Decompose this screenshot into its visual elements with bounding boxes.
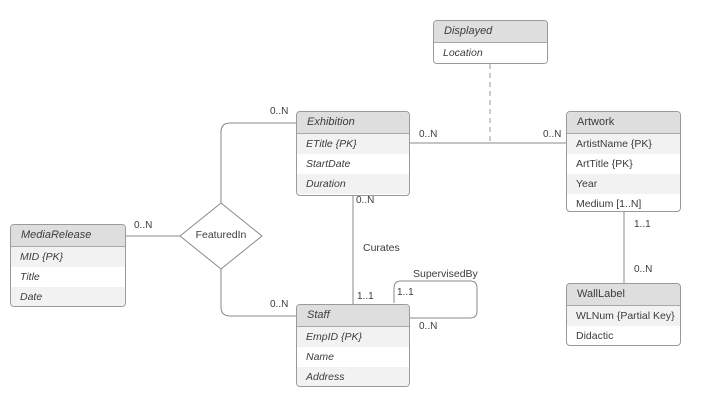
featuredin-diamond[interactable]: [179, 202, 263, 270]
connector-featuredin-staff: [220, 269, 296, 317]
entity-artwork[interactable]: Artwork ArtistName {PK} ArtTitle {PK} Ye…: [566, 111, 681, 212]
entity-exhibition[interactable]: Exhibition ETitle {PK} StartDate Duratio…: [296, 111, 410, 196]
attribute-startdate: StartDate: [306, 158, 351, 170]
entity-exhibition-attributes: ETitle {PK} StartDate Duration: [297, 134, 409, 194]
attribute-name: Name: [306, 351, 335, 363]
attribute-title: Title: [20, 271, 40, 283]
entity-walllabel-title: WallLabel: [567, 284, 680, 306]
mult-staff-featured: 0..N: [270, 299, 289, 310]
attribute-medium: Medium [1..N]: [576, 198, 642, 210]
attribute-address: Address: [297, 367, 409, 386]
mult-artwork-walllabel: 1..1: [634, 219, 651, 230]
attribute-empid: EmpID {PK}: [297, 327, 409, 347]
attribute-date: Date: [11, 287, 125, 306]
attribute-etitle: ETitle {PK}: [297, 134, 409, 154]
entity-exhibition-title: Exhibition: [297, 112, 409, 134]
mult-exhibition-curates: 0..N: [356, 195, 375, 206]
entity-staff-title: Staff: [297, 305, 409, 327]
entity-mediarelease[interactable]: MediaRelease MID {PK} Title Date: [10, 224, 126, 307]
entity-walllabel-attributes: WLNum {Partial Key} Didactic: [567, 306, 680, 345]
entity-walllabel[interactable]: WallLabel WLNum {Partial Key} Didactic: [566, 283, 681, 346]
supervisedby-label: SupervisedBy: [413, 268, 478, 280]
entity-artwork-attributes: ArtistName {PK} ArtTitle {PK} Year Mediu…: [567, 134, 680, 211]
connector-exhibition-featuredin: [220, 122, 296, 203]
mult-exhibition-artwork: 0..N: [419, 129, 438, 140]
mult-supervised-bottom: 0..N: [419, 321, 438, 332]
connector-supervisedby-loop: [393, 280, 478, 319]
attribute-year: Year: [567, 174, 680, 194]
entity-staff[interactable]: Staff EmpID {PK} Name Address: [296, 304, 410, 387]
entity-mediarelease-title: MediaRelease: [11, 225, 125, 247]
attribute-didactic: Didactic: [576, 330, 614, 342]
entity-staff-attributes: EmpID {PK} Name Address: [297, 327, 409, 386]
attribute-mid: MID {PK}: [11, 247, 125, 267]
mult-media-featured: 0..N: [134, 220, 153, 231]
mult-walllabel-artwork: 0..N: [634, 264, 653, 275]
entity-artwork-title: Artwork: [567, 112, 680, 134]
mult-exhibition-featured: 0..N: [270, 106, 289, 117]
entity-displayed-title: Displayed: [434, 21, 547, 43]
attribute-wlnum: WLNum {Partial Key}: [567, 306, 680, 326]
attribute-duration: Duration: [297, 174, 409, 194]
mult-staff-curates: 1..1: [357, 291, 374, 302]
mult-supervised-top: 1..1: [397, 287, 414, 298]
featuredin-label: FeaturedIn: [195, 229, 247, 241]
attribute-artistname: ArtistName {PK}: [567, 134, 680, 154]
attribute-location: Location: [434, 43, 547, 63]
entity-displayed[interactable]: Displayed Location: [433, 20, 548, 64]
mult-artwork-exhibition: 0..N: [543, 129, 562, 140]
curates-label: Curates: [363, 242, 400, 254]
entity-displayed-attributes: Location: [434, 43, 547, 63]
entity-mediarelease-attributes: MID {PK} Title Date: [11, 247, 125, 306]
attribute-arttitle: ArtTitle {PK}: [576, 158, 633, 170]
